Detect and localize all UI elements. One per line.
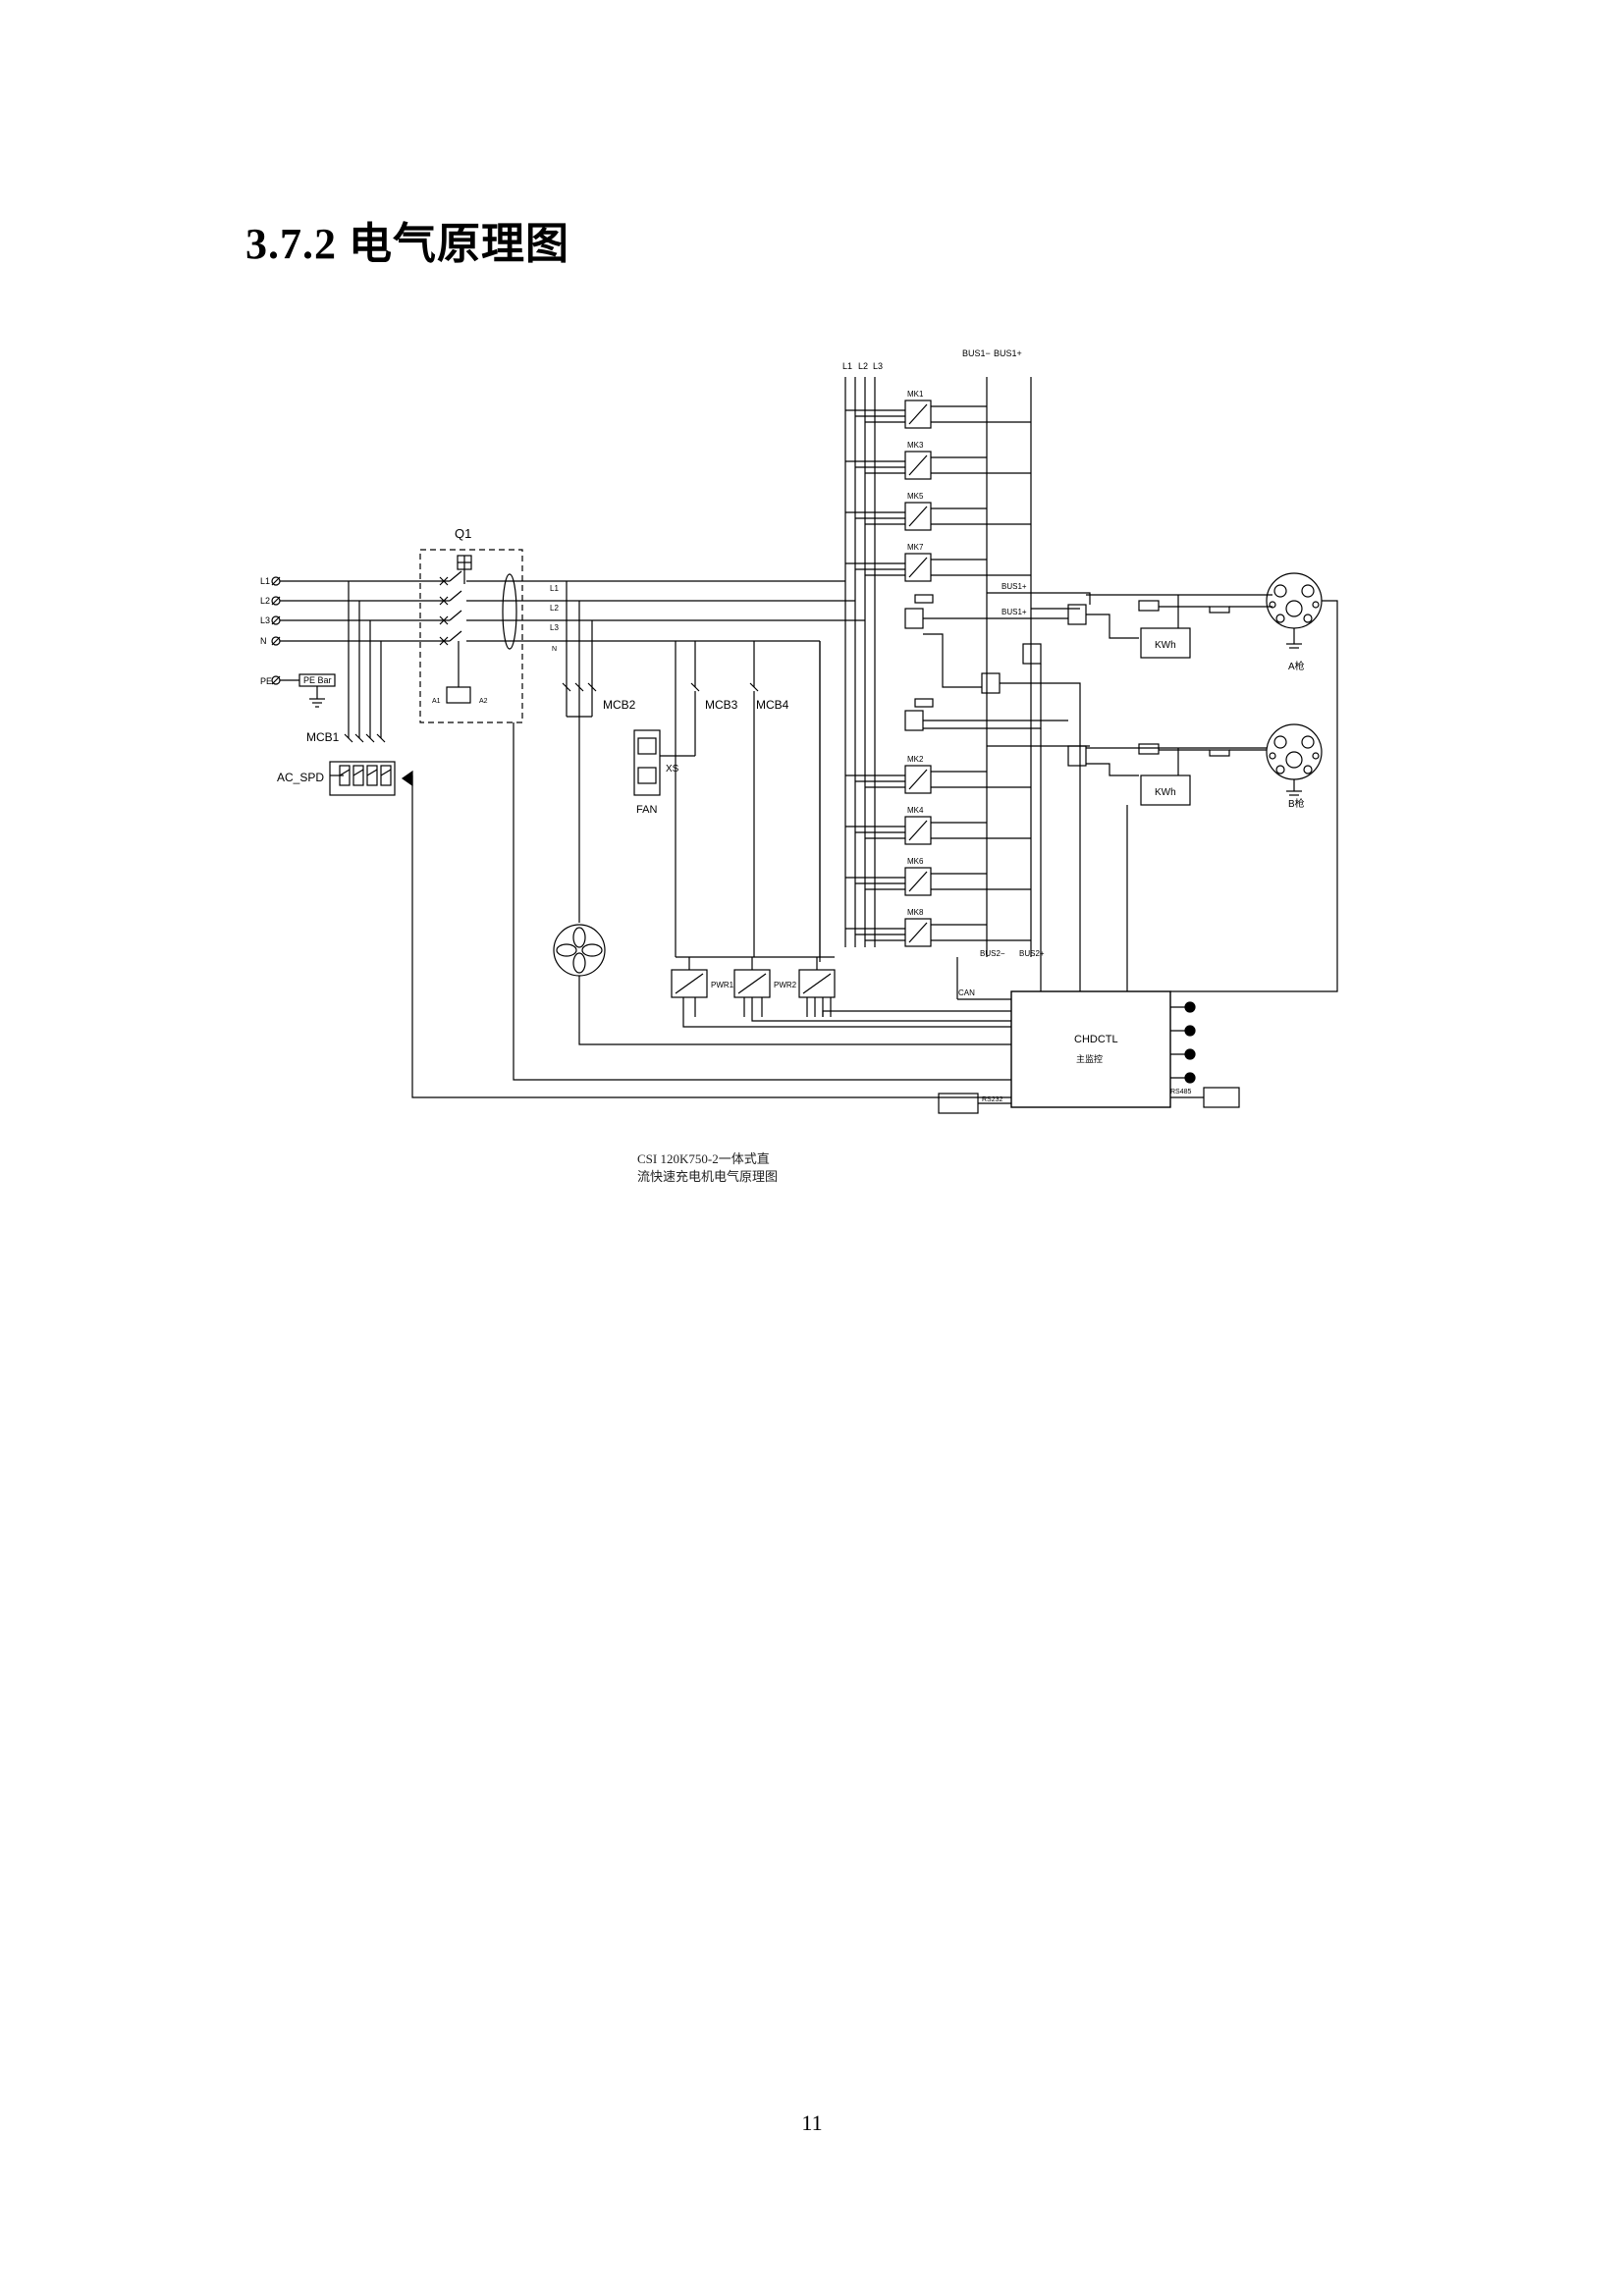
ac-spd-label: AC_SPD (277, 771, 324, 784)
meter-a-label: KWh (1155, 640, 1176, 651)
rs485-box (1203, 1087, 1240, 1108)
xs-label: XS (666, 764, 679, 774)
mk8-label: MK8 (907, 908, 924, 917)
can-label: CAN (958, 988, 975, 997)
pe-ground-icon (309, 686, 325, 708)
bus2-minus-label: BUS2− (980, 949, 1005, 958)
figure-caption: CSI 120K750-2一体式直 流快速充电机电气原理图 (637, 1150, 778, 1186)
bus-label-l1: L1 (842, 361, 852, 371)
pe-bar-label: PE Bar (303, 675, 332, 685)
input-terminals (271, 576, 281, 685)
modules-top (845, 400, 1031, 582)
gun-a-path (1086, 594, 1267, 659)
q1-coil-a1: A1 (432, 698, 441, 705)
input-label-l2: L2 (260, 596, 270, 606)
mk2-label: MK2 (907, 755, 924, 764)
rs232-label: RS232 (982, 1096, 1003, 1103)
dc-contactors (904, 592, 1091, 767)
indicator-lamps (1170, 1001, 1196, 1084)
gun-b-label: B枪 (1288, 797, 1305, 810)
bus1-minus-label: BUS1− (962, 348, 991, 358)
q1-signal-line (513, 722, 1011, 1081)
can-line (956, 728, 1128, 1000)
input-lines (280, 570, 865, 962)
meter-a (1140, 627, 1191, 659)
pwr-supplies (671, 957, 836, 1017)
phase-label-l3: L3 (550, 623, 559, 632)
rs232-box (938, 1093, 979, 1114)
q1-ellipse (502, 573, 517, 650)
bus2-plus-label: BUS2+ (1019, 949, 1045, 958)
mk7-label: MK7 (907, 543, 924, 552)
modules-bottom (845, 765, 1031, 947)
bus1-plus-a-label: BUS1+ (1001, 582, 1027, 591)
gun-a-label: A枪 (1288, 660, 1305, 672)
controller-label: CHDCTL (1074, 1034, 1118, 1045)
rs485-label: RS485 (1170, 1089, 1192, 1095)
q1-box (419, 549, 523, 723)
caption-line-1: CSI 120K750-2一体式直 (637, 1151, 770, 1166)
mcb1-label: MCB1 (306, 730, 340, 744)
mk6-label: MK6 (907, 857, 924, 866)
input-label-n: N (260, 636, 267, 646)
phase-label-l2: L2 (550, 604, 559, 613)
gun-a-connector-icon (1170, 572, 1338, 992)
pwr1-label: PWR1 (711, 981, 734, 989)
phase-label-l1: L1 (550, 584, 559, 593)
mk3-label: MK3 (907, 441, 924, 450)
mk5-label: MK5 (907, 492, 924, 501)
q1-label: Q1 (455, 526, 471, 541)
caption-line-2: 流快速充电机电气原理图 (637, 1169, 779, 1184)
section-heading: 3.7.2 电气原理图 (245, 220, 569, 268)
fan-label: FAN (636, 804, 657, 816)
pwr2-label: PWR2 (774, 981, 797, 989)
motor-fan-icon (553, 924, 606, 977)
mcb2-label: MCB2 (603, 698, 636, 712)
ac-spd-box (329, 761, 396, 796)
mk1-label: MK1 (907, 390, 924, 399)
pe-label: PE (260, 676, 272, 686)
xs-connector (633, 729, 661, 796)
controller-sub-label: 主监控 (1076, 1053, 1103, 1064)
mcb2 (562, 581, 597, 718)
meter-b (1140, 774, 1191, 806)
bus-label-l2: L2 (858, 361, 868, 371)
ac-main-bus (844, 377, 876, 947)
page-number: 11 (801, 2110, 823, 2135)
input-label-l3: L3 (260, 615, 270, 625)
bus1-plus-b-label: BUS1+ (1001, 608, 1027, 616)
mcb1-drops (344, 581, 386, 743)
gun-b-path (1086, 743, 1267, 806)
mk4-label: MK4 (907, 806, 924, 815)
dc-bus (986, 377, 1032, 957)
bus-label-l3: L3 (873, 361, 883, 371)
meter-b-label: KWh (1155, 787, 1176, 798)
mcb3-label: MCB3 (705, 698, 738, 712)
spd-elements (339, 765, 392, 786)
phase-label-n: N (552, 646, 557, 653)
input-label-l1: L1 (260, 576, 270, 586)
gun-b-connector-icon (1266, 723, 1323, 796)
controller-box (1010, 990, 1171, 1108)
spd-signal-line (411, 775, 1011, 1098)
mcb4-label: MCB4 (756, 698, 789, 712)
q1-coil-a2: A2 (479, 698, 488, 705)
bus1-plus-label: BUS1+ (994, 348, 1022, 358)
